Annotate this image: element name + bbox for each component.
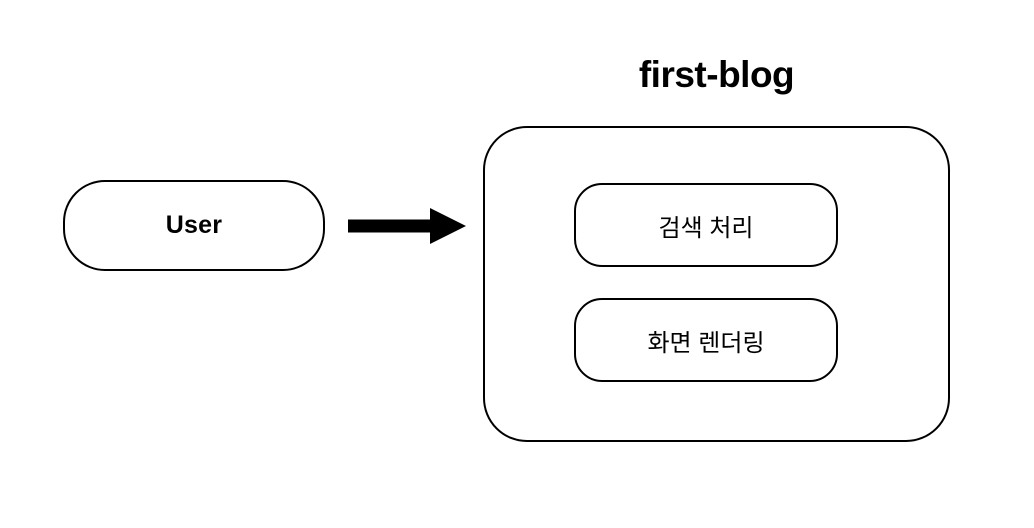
node-screen-rendering[interactable]: 화면 렌더링 [574,298,838,382]
node-container-first-blog[interactable] [483,126,950,442]
node-user-label: User [165,211,223,239]
node-user[interactable]: User [63,180,325,271]
arrow-user-to-container [348,208,466,244]
node-screen-rendering-label: 화면 렌더링 [647,329,765,357]
node-search-processing[interactable]: 검색 처리 [574,183,838,267]
node-search-processing-label: 검색 처리 [658,214,754,242]
page-title: first-blog [638,54,795,95]
